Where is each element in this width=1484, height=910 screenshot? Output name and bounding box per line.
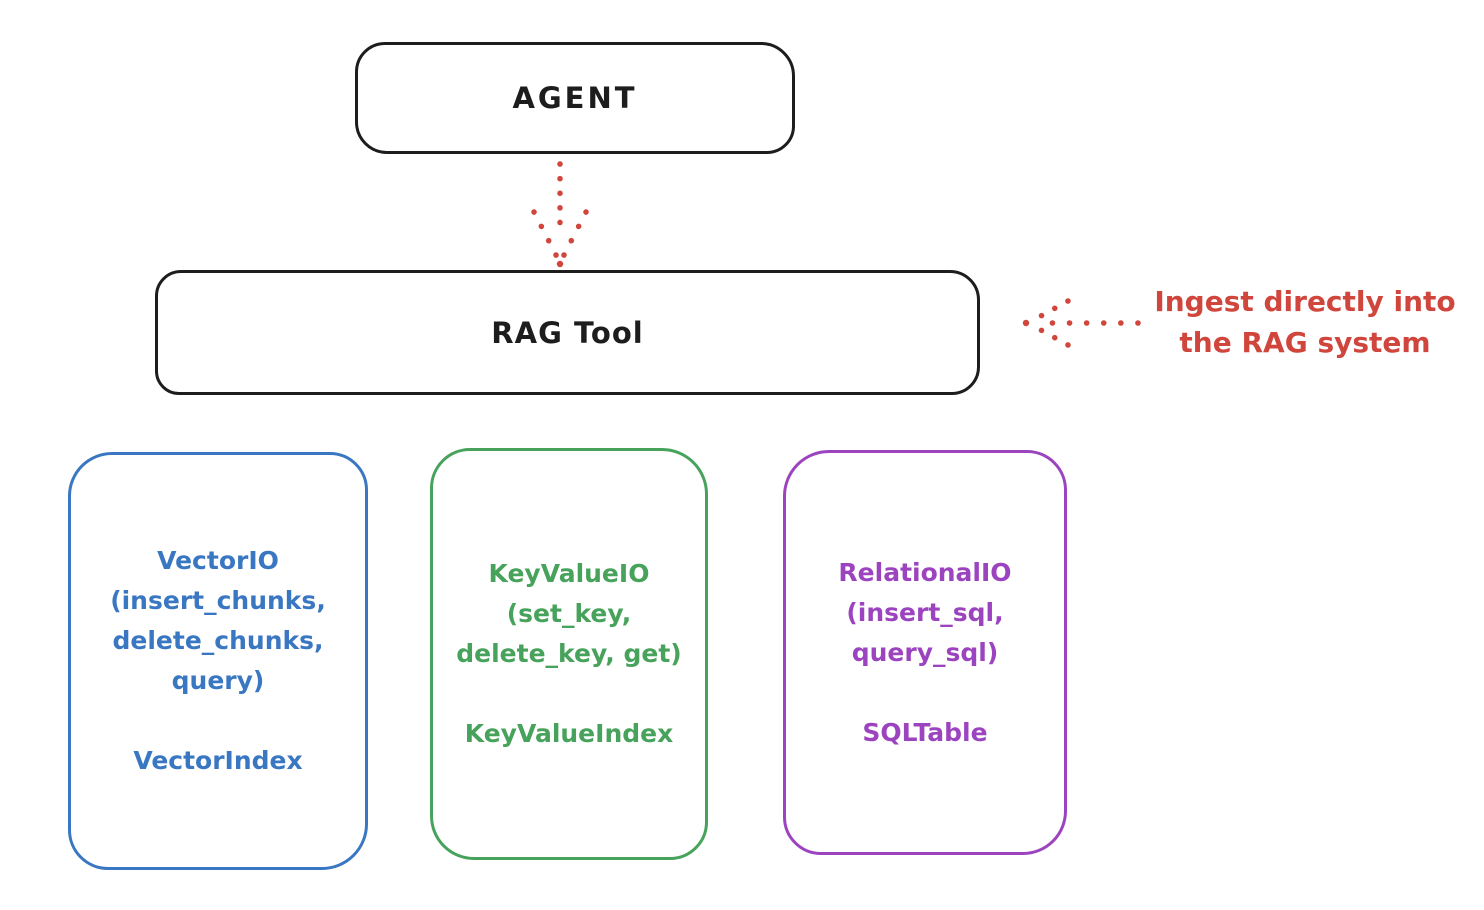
keyvalue-io-label: KeyValueIO (set_key, delete_key, get): [456, 559, 682, 668]
agent-node-label: AGENT: [512, 81, 638, 115]
keyvalue-index-label: KeyValueIndex: [464, 719, 674, 748]
relational-io-label: RelationalIO (insert_sql, query_sql): [838, 557, 1012, 667]
vector-io-label: VectorIO (insert_chunks, delete_chunks, …: [110, 546, 326, 695]
vector-io-node: VectorIO (insert_chunks, delete_chunks, …: [68, 452, 368, 870]
rag-tool-node: RAG Tool: [155, 270, 980, 395]
ingest-annotation-line1: Ingest directly into: [1154, 285, 1456, 318]
ingest-annotation: Ingest directly into the RAG system: [1140, 281, 1470, 363]
sql-table-label: SQLTable: [862, 717, 988, 747]
annotation-to-rag-arrow-icon: [1022, 298, 1141, 348]
ingest-annotation-line2: the RAG system: [1179, 326, 1431, 359]
relational-io-node: RelationalIO (insert_sql, query_sql) SQL…: [783, 450, 1067, 855]
agent-node: AGENT: [355, 42, 795, 154]
agent-to-rag-arrow-icon: [531, 161, 589, 268]
rag-tool-node-label: RAG Tool: [491, 315, 644, 350]
keyvalue-io-node: KeyValueIO (set_key, delete_key, get) Ke…: [430, 448, 708, 860]
vector-index-label: VectorIndex: [133, 746, 303, 775]
